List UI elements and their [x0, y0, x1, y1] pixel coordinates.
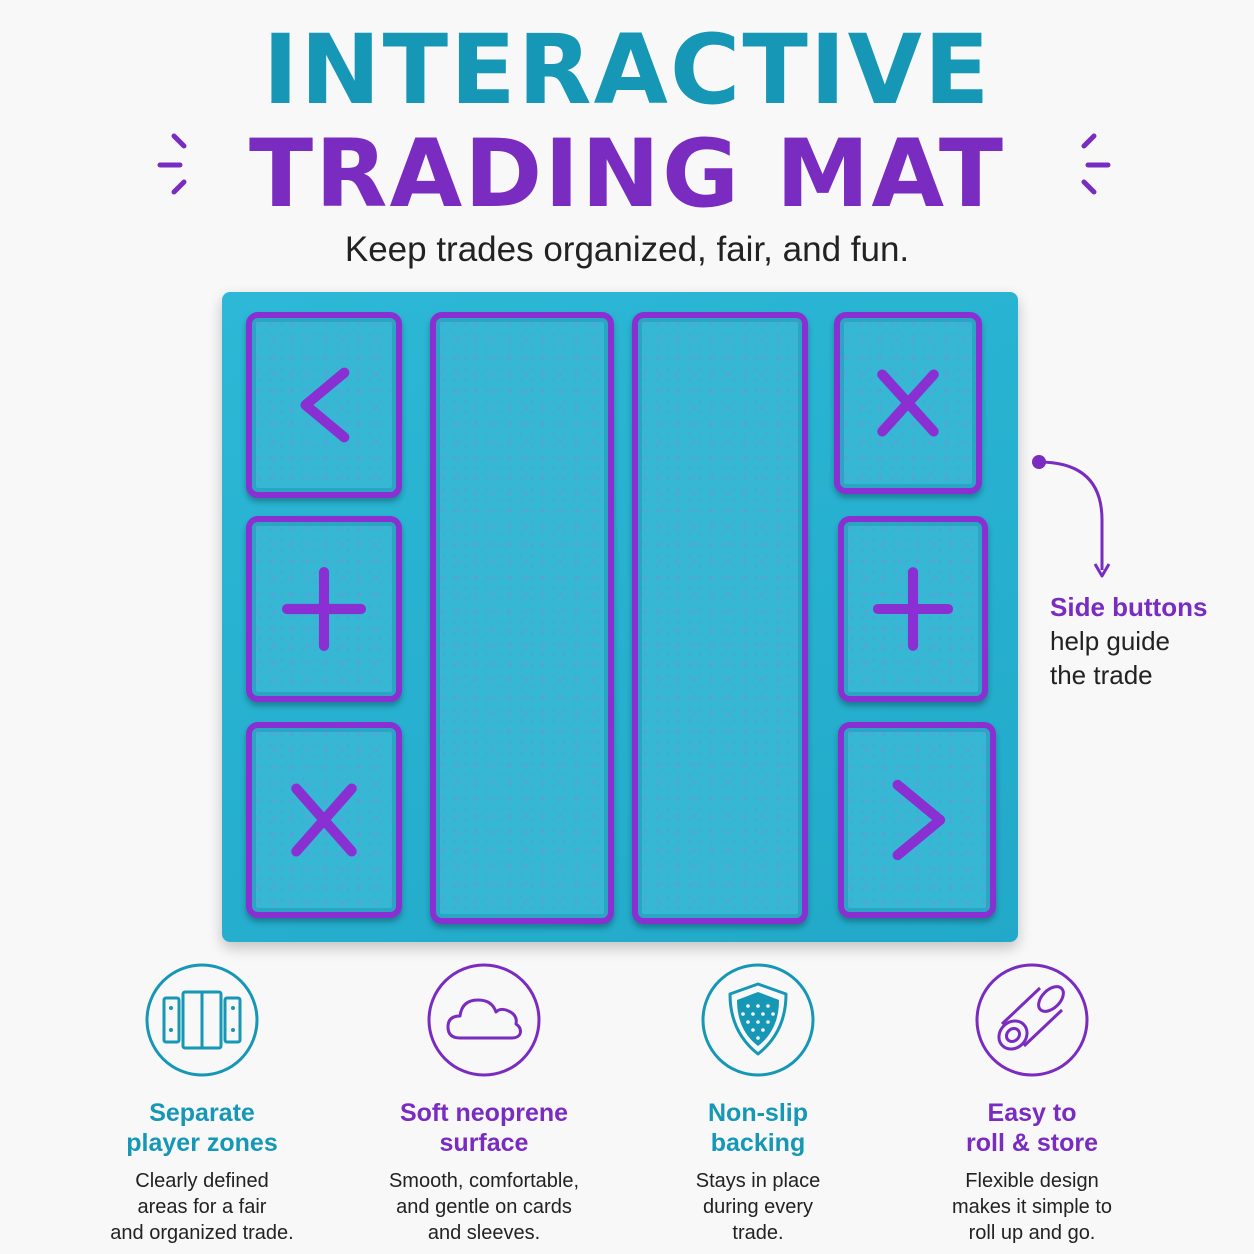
- feature-3-desc-3: trade.: [732, 1222, 784, 1244]
- back-button[interactable]: [246, 312, 402, 498]
- feature-3-desc-1: Stays in place: [695, 1170, 821, 1192]
- x-icon: [291, 783, 357, 857]
- feature-4-title-2: roll & store: [966, 1129, 1098, 1157]
- callout-highlight: Side buttons: [1050, 592, 1208, 622]
- player-zone-right[interactable]: [632, 312, 808, 924]
- add-right-button[interactable]: [838, 516, 988, 702]
- feature-1-desc-1: Clearly defined: [135, 1170, 269, 1192]
- side-buttons-callout: Side buttons help guide the trade: [1050, 590, 1207, 692]
- feature-3-title-1: Non-slip: [708, 1099, 808, 1127]
- title-line-1: INTERACTIVE: [262, 14, 992, 126]
- player-zones-icon: [145, 963, 259, 1077]
- sparkle-left-icon: [157, 133, 187, 195]
- roll-icon: [975, 963, 1089, 1077]
- callout-arrow-icon: [1032, 455, 1111, 578]
- cloud-icon: [427, 963, 541, 1077]
- feature-1-desc-3: and organized trade.: [110, 1222, 294, 1244]
- callout-line-3: the trade: [1050, 660, 1153, 690]
- feature-3-title-2: backing: [710, 1129, 806, 1157]
- forward-button[interactable]: [838, 722, 996, 918]
- feature-4-desc-3: roll up and go.: [968, 1222, 1096, 1244]
- feature-2-desc-2: and gentle on cards: [396, 1196, 572, 1218]
- plus-icon: [282, 567, 366, 651]
- feature-3-desc-2: during every: [702, 1196, 814, 1218]
- add-left-button[interactable]: [246, 516, 402, 702]
- title-line-2: TRADING MAT: [249, 120, 1005, 229]
- feature-1-title-2: player zones: [126, 1129, 278, 1157]
- feature-4-title-1: Easy to: [987, 1099, 1077, 1127]
- feature-2-desc-3: and sleeves.: [427, 1222, 541, 1244]
- sparkle-right-icon: [1081, 133, 1111, 195]
- feature-2-desc-1: Smooth, comfortable,: [388, 1170, 580, 1192]
- plus-icon: [872, 567, 954, 651]
- callout-line-2: help guide: [1050, 626, 1170, 656]
- feature-1-title-1: Separate: [149, 1099, 255, 1127]
- feature-4-desc-2: makes it simple to: [951, 1196, 1113, 1218]
- remove-left-button[interactable]: [246, 722, 402, 918]
- chevron-right-icon: [892, 779, 946, 861]
- chevron-left-icon: [300, 367, 350, 443]
- shield-icon: [701, 963, 815, 1077]
- feature-4-desc-1: Flexible design: [965, 1170, 1099, 1192]
- tagline: Keep trades organized, fair, and fun.: [344, 230, 910, 269]
- feature-2-title-1: Soft neoprene: [399, 1099, 569, 1127]
- remove-right-button[interactable]: [834, 312, 982, 494]
- x-icon: [877, 369, 939, 437]
- trading-mat: [222, 292, 1018, 942]
- player-zone-left[interactable]: [430, 312, 614, 924]
- feature-1-desc-2: areas for a fair: [137, 1196, 267, 1218]
- feature-2-title-2: surface: [439, 1129, 529, 1157]
